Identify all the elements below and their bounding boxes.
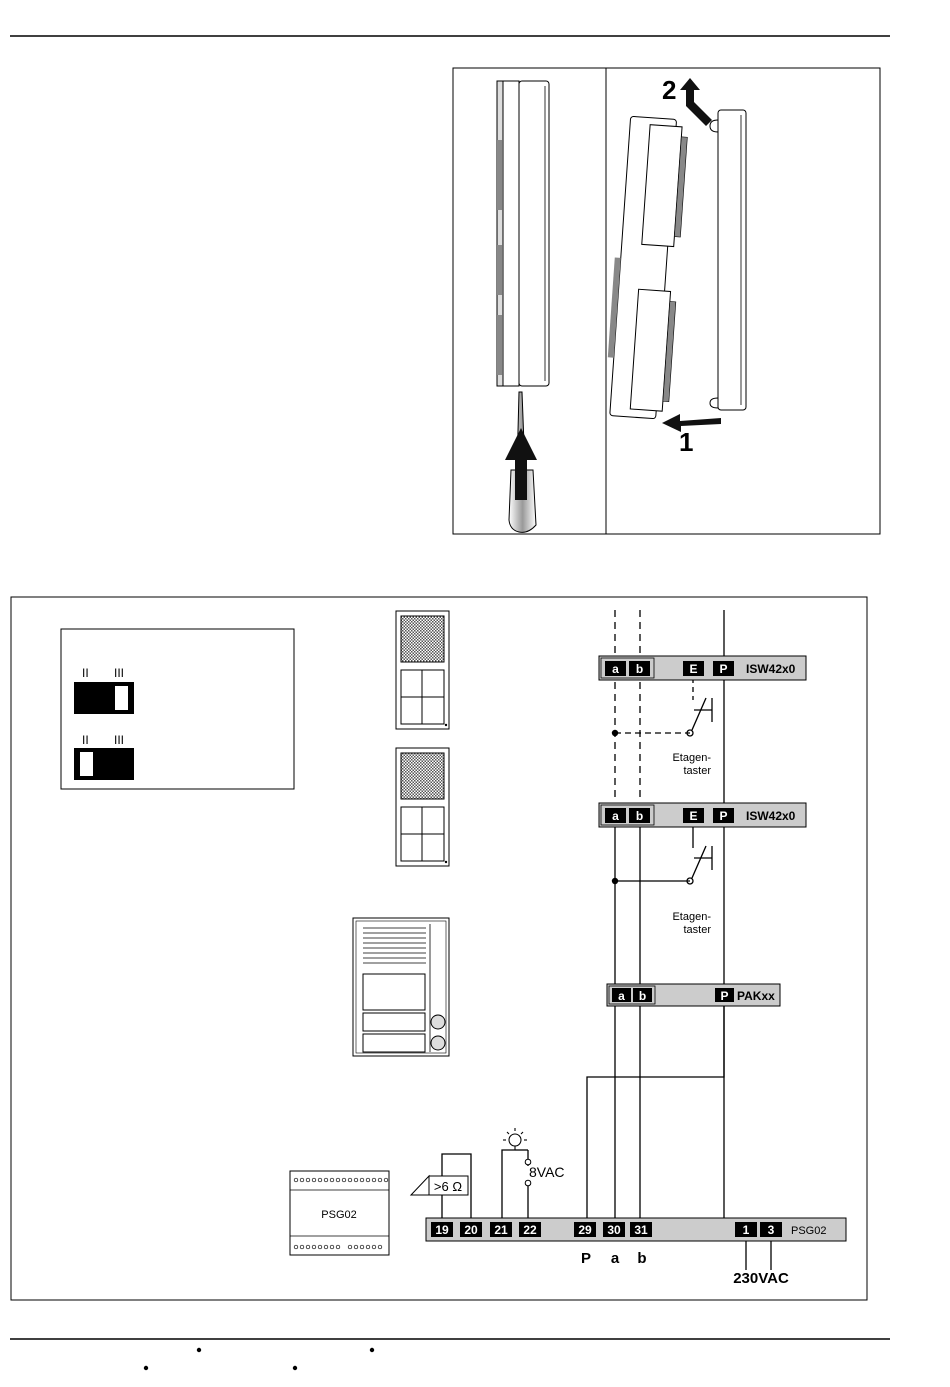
- switch1-label-ii: II: [82, 666, 89, 680]
- step-1-label: 1: [679, 427, 693, 457]
- arrow-step-2-icon: [680, 78, 712, 126]
- floor-button-bottom-line2: taster: [683, 924, 711, 936]
- resistor-label: >6 Ω: [434, 1179, 462, 1194]
- pak-bar: a b P PAKxx: [607, 984, 780, 1006]
- pak-terminal-p: P: [720, 989, 728, 1003]
- psg-terminal-label: 1: [743, 1223, 750, 1237]
- screwdriver-icon: [505, 392, 537, 532]
- isw-top-terminal-a: a: [612, 662, 619, 676]
- isw-top-label: ISW42x0: [746, 662, 796, 676]
- psg-terminal-label: 30: [607, 1223, 621, 1237]
- switch2-slider: [80, 752, 93, 776]
- floor-button-top-line2: taster: [683, 765, 711, 777]
- door-station-panel: [353, 918, 449, 1056]
- psg-terminal-label: 29: [578, 1223, 592, 1237]
- switch1-slider: [115, 686, 128, 710]
- psg-terminal-label: 21: [494, 1223, 508, 1237]
- mains-label: 230VAC: [733, 1270, 789, 1287]
- psg02-module-label: PSG02: [321, 1209, 356, 1221]
- floor-button-top-icon: [687, 698, 712, 736]
- lamp-voltage-label: 8VAC: [529, 1164, 565, 1180]
- psg-terminal-label: 22: [523, 1223, 537, 1237]
- step-2-label: 2: [662, 75, 676, 105]
- psg-terminal-label: 3: [768, 1223, 775, 1237]
- isw-bottom-terminal-e: E: [689, 809, 697, 823]
- switch2-label-ii: II: [82, 733, 89, 747]
- footer-dots: [144, 1348, 374, 1370]
- bus-wires: [442, 610, 771, 1270]
- psg02-module: PSG02: [290, 1171, 389, 1255]
- isw-top-terminal-e: E: [689, 662, 697, 676]
- mounting-illustration: 1 2: [453, 68, 880, 534]
- isw-bottom-terminal-p: P: [719, 809, 727, 823]
- device-tilted-view: [604, 110, 746, 420]
- floor-button-top-line1: Etagen-: [672, 752, 711, 764]
- pak-label: PAKxx: [737, 989, 775, 1003]
- bus-label-p: P: [581, 1250, 591, 1267]
- switch1-label-iii: III: [114, 666, 124, 680]
- switch2-label-iii: III: [114, 733, 124, 747]
- isw-bottom-terminal-a: a: [612, 809, 619, 823]
- isw-bottom-label: ISW42x0: [746, 809, 796, 823]
- psg-terminal-label: 20: [464, 1223, 478, 1237]
- bus-label-b: b: [637, 1250, 646, 1267]
- isw-bottom-bar: a b E P ISW42x0: [599, 803, 806, 827]
- pak-terminal-b: b: [639, 989, 646, 1003]
- wiring-diagram: II III II III: [11, 597, 867, 1300]
- psg-terminal-label: 31: [634, 1223, 648, 1237]
- lamp-icon: [503, 1128, 527, 1150]
- floor-button-bottom-icon: [687, 846, 712, 884]
- pak-terminal-a: a: [618, 989, 625, 1003]
- switch-setting-box: II III II III: [61, 629, 294, 789]
- floor-button-bottom-line1: Etagen-: [672, 911, 711, 923]
- isw-top-terminal-b: b: [636, 662, 643, 676]
- indoor-station-bottom: [396, 748, 449, 866]
- isw-top-terminal-p: P: [719, 662, 727, 676]
- indoor-station-top: [396, 611, 449, 729]
- isw-bottom-terminal-b: b: [636, 809, 643, 823]
- psg-terminal-label: 19: [435, 1223, 449, 1237]
- isw-top-bar: a b E P ISW42x0: [599, 656, 806, 680]
- bus-label-a: a: [611, 1250, 620, 1267]
- psg-bar-label: PSG02: [791, 1225, 826, 1237]
- device-side-view: [497, 81, 549, 386]
